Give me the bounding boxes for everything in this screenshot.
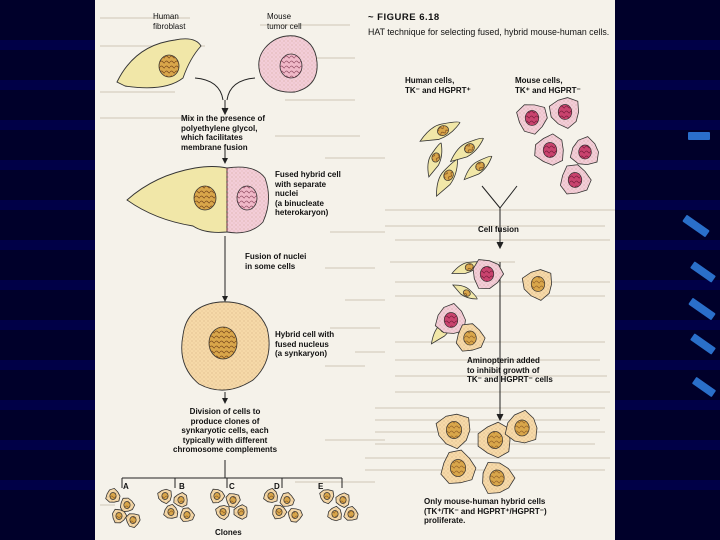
clone-letter-d: D [274, 482, 280, 491]
human-cells-label: Human cells, TK⁻ and HGPRT⁺ [405, 76, 471, 95]
accent-dash [688, 132, 710, 140]
clone-cell [215, 505, 230, 521]
aminopterin-label: Aminopterin added to inhibit growth of T… [467, 356, 553, 384]
accent-dash [690, 333, 716, 355]
clones-label: Clones [215, 528, 242, 537]
clone-cells [105, 487, 359, 528]
hybrid-cell [504, 409, 538, 444]
right-mouse-cells [516, 97, 599, 195]
converge-arrows [194, 77, 256, 116]
mouse-round-cell [534, 133, 564, 166]
clone-cell [173, 492, 188, 508]
clone-cell [279, 492, 295, 507]
mouse-cells-label: Mouse cells, TK⁺ and HGPRT⁻ [515, 76, 581, 95]
heterokaryon-label: Fused hybrid cell with separate nuclei (… [275, 170, 341, 217]
synkaryon-label: Hybrid cell with fused nucleus (a synkar… [275, 330, 335, 358]
hat-technique-diagram [105, 35, 599, 528]
hybrid-cell [521, 269, 553, 301]
hybrid-cell [455, 323, 486, 352]
clone-cell [119, 497, 136, 513]
mouse-round-cell [559, 164, 592, 195]
division-step-label: Division of cells to produce clones of s… [173, 407, 278, 454]
clone-cell [343, 506, 359, 521]
clone-cell [105, 487, 121, 503]
clone-letter-e: E [318, 482, 324, 491]
clone-letter-c: C [229, 482, 235, 491]
clone-cell [112, 508, 128, 524]
clone-cell [225, 493, 241, 508]
fusion-merge-arrows [481, 185, 518, 422]
clone-cell [327, 505, 342, 522]
clone-cell [263, 487, 278, 503]
human-fibroblast-label: Human fibroblast [153, 12, 186, 31]
surviving-hybrid-cells [435, 409, 538, 494]
mouse-round-cell [569, 136, 599, 166]
clone-cell [210, 488, 226, 504]
human-fibroblast-cell [116, 38, 202, 89]
clone-letter-b: B [179, 482, 185, 491]
mouse-round-cell [434, 303, 466, 334]
clone-cell [272, 504, 288, 520]
mouse-round-cell [548, 97, 580, 129]
accent-dash [688, 297, 716, 321]
clone-cell [157, 488, 172, 505]
result-label: Only mouse-human hybrid cells (TK⁺/TK⁻ a… [424, 497, 547, 525]
clone-cell [233, 504, 248, 520]
clone-tree [121, 470, 343, 488]
nuclear-fusion-label: Fusion of nuclei in some cells [245, 252, 307, 271]
figure-caption: HAT technique for selecting fused, hybri… [368, 27, 610, 37]
clone-cell [319, 489, 335, 505]
clone-letter-a: A [123, 482, 129, 491]
accent-dash [682, 214, 710, 238]
human-spindle-cell [449, 137, 484, 163]
mouse-tumor-cell [258, 35, 318, 93]
synkaryon-cell [181, 301, 270, 391]
accent-dash [691, 376, 717, 398]
clone-cell [179, 507, 196, 522]
hybrid-cell [477, 421, 511, 459]
mouse-round-cell [516, 104, 548, 135]
mix-step-label: Mix in the presence of polyethylene glyc… [181, 114, 266, 152]
mouse-round-cell [472, 259, 505, 290]
clone-cell [335, 492, 350, 508]
human-spindle-cell [463, 155, 493, 181]
hybrid-cell [440, 449, 477, 484]
human-spindle-cell [452, 284, 478, 300]
human-spindle-cell [419, 121, 461, 142]
hybrid-cell [482, 462, 516, 494]
human-spindle-cell [427, 142, 443, 178]
human-spindle-cell [436, 159, 458, 198]
clone-cell [163, 503, 179, 519]
mixed-cells-after-fusion [430, 259, 553, 352]
figure-number: ~ FIGURE 6.18 [368, 12, 440, 23]
clone-cell [125, 513, 141, 528]
right-human-cells [419, 121, 493, 198]
heterokaryon-cell [126, 166, 269, 234]
clone-cell [287, 508, 303, 523]
textbook-page: Human fibroblast Mouse tumor cell Mix in… [95, 0, 615, 540]
cell-fusion-label: Cell fusion [478, 225, 519, 234]
hybrid-cell [435, 413, 471, 450]
mouse-tumor-label: Mouse tumor cell [267, 12, 302, 31]
